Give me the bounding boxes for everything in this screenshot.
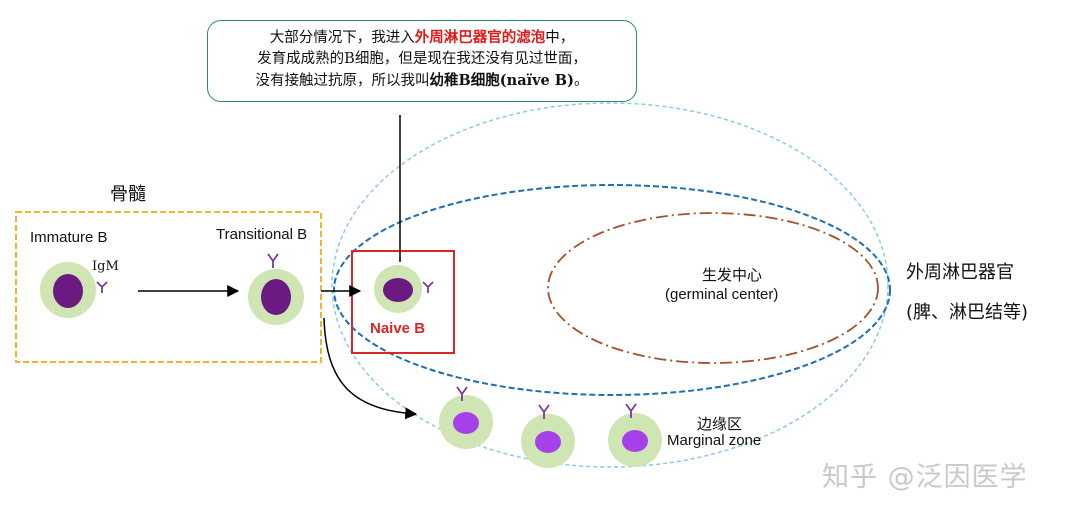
antibody-icon	[538, 404, 550, 419]
callout-line-2: 发育成成熟的B细胞，但是现在我还没有见过世面，	[257, 51, 587, 67]
antibody-icon	[456, 386, 468, 401]
peripheral-organ-examples: (脾、淋巴结等)	[906, 302, 1029, 323]
transitional-b-cell	[248, 269, 304, 325]
callout-text: 。	[573, 73, 589, 89]
bone-marrow-box	[15, 211, 322, 363]
antibody-icon	[422, 281, 434, 293]
immature-b-label: Immature B	[30, 229, 108, 246]
antibody-icon	[267, 253, 279, 268]
naive-b-callout: 大部分情况下，我进入外周淋巴器官的滤泡中， 发育成成熟的B细胞，但是现在我还没有…	[207, 20, 637, 102]
marginal-zone-cell	[521, 414, 575, 468]
immature-b-cell	[40, 262, 96, 318]
germinal-center-outline	[547, 212, 879, 364]
marginal-zone-label-en: Marginal zone	[667, 432, 762, 449]
naive-b-box	[351, 250, 455, 354]
callout-line-3: 没有接触过抗原，所以我叫幼稚B细胞(naïve B)。	[208, 70, 636, 92]
transitional-b-label: Transitional B	[216, 226, 308, 243]
marginal-zone-cell	[439, 395, 493, 449]
callout-text: 大部分情况下，我进入	[269, 30, 415, 46]
marginal-zone-label-cn: 边缘区	[697, 415, 743, 433]
naive-b-label: Naive B	[370, 320, 426, 337]
germinal-center-label-en: (germinal center)	[665, 286, 779, 303]
callout-bold: 幼稚B细胞(naïve B)	[429, 72, 574, 89]
callout-line-1: 大部分情况下，我进入外周淋巴器官的滤泡中，	[208, 27, 636, 49]
igm-antibody-icon	[96, 281, 108, 293]
peripheral-organ-label: 外周淋巴器官	[906, 262, 1014, 283]
follicle-outline	[333, 184, 891, 396]
marginal-zone-cell	[608, 413, 662, 467]
antibody-icon	[625, 403, 637, 418]
germinal-center-label-cn: 生发中心	[702, 266, 763, 284]
callout-highlight: 外周淋巴器官的滤泡	[414, 29, 546, 46]
callout-text: 没有接触过抗原，所以我叫	[255, 73, 430, 89]
igm-label: IgM	[92, 259, 119, 274]
bone-marrow-title: 骨髓	[110, 184, 146, 205]
naive-b-cell	[374, 265, 422, 313]
peripheral-organ-outline	[331, 102, 889, 468]
arrow-transitional-to-marginal	[323, 317, 418, 420]
callout-text: 中，	[545, 30, 575, 46]
watermark: 知乎 @泛因医学	[822, 462, 1028, 493]
